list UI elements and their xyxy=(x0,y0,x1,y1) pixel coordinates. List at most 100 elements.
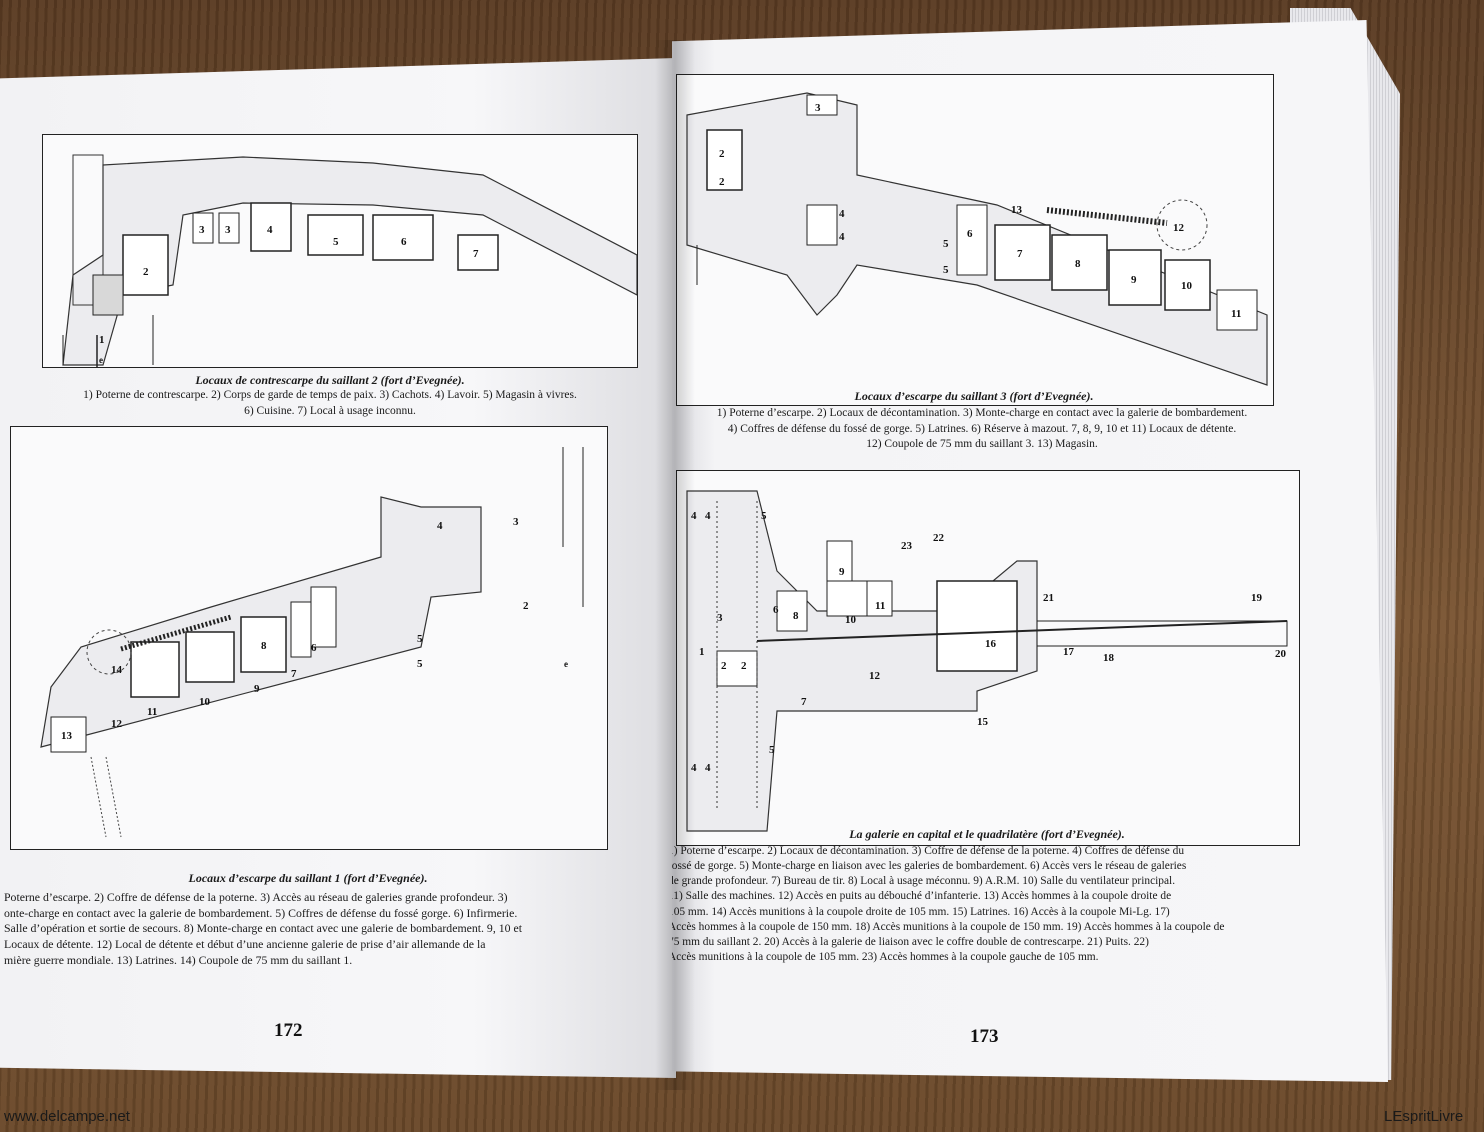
caption-line: 6) Cuisine. 7) Local à usage inconnu. xyxy=(244,404,416,417)
caption-galerie-capital-title: La galerie en capital et le quadrilatère… xyxy=(676,826,1298,842)
caption-line: mière guerre mondiale. 13) Latrines. 14)… xyxy=(4,952,353,967)
figure-label: 4 xyxy=(839,231,845,243)
figure-label: 4 xyxy=(437,520,443,532)
caption-line: Accès munitions à la coupole de 105 mm. … xyxy=(668,951,1099,964)
caption-line: onte-charge en contact avec la galerie d… xyxy=(4,905,518,920)
figure-label: 5 xyxy=(943,238,949,250)
figure-label: 2 xyxy=(741,660,747,672)
figure-label: 6 xyxy=(967,228,973,240)
watermark-delcampe: www.delcampe.net xyxy=(4,1108,130,1125)
caption-escarpe-saillant-3-body: 1) Poterne d’escarpe. 2) Locaux de décon… xyxy=(672,406,1292,453)
figure-label: 18 xyxy=(1103,652,1115,664)
figure-label: 4 xyxy=(691,762,697,774)
page-number-right: 173 xyxy=(970,1026,999,1047)
figure-label: 8 xyxy=(1075,258,1081,270)
figure-label: 4 xyxy=(691,510,697,522)
caption-line: Locaux de détente. 12) Local de détente … xyxy=(4,937,486,952)
figure-label: 19 xyxy=(1251,592,1263,604)
floorplan-contrescarpe: 1 2 3 3 4 5 6 7 e xyxy=(62,154,637,367)
figure-label: 4 xyxy=(705,762,711,774)
caption-line: 1) Poterne de contrescarpe. 2) Corps de … xyxy=(83,389,577,402)
figure-label: 7 xyxy=(1017,248,1023,260)
figure-label: 9 xyxy=(1131,274,1137,286)
figure-escarpe-saillant-1: 4 3 2 5 5 e 6 7 8 9 10 11 12 13 14 xyxy=(10,426,608,850)
caption-title: Locaux d’escarpe du saillant 1 (fort d’E… xyxy=(188,871,428,885)
figure-label: 13 xyxy=(1011,204,1023,216)
figure-label: 5 xyxy=(417,633,423,645)
caption-line: fossé de gorge. 5) Monte-charge en liais… xyxy=(668,860,1187,873)
caption-escarpe-saillant-3-title: Locaux d’escarpe du saillant 3 (fort d’E… xyxy=(676,388,1272,404)
figure-label: 6 xyxy=(401,236,407,248)
figure-label: 2 xyxy=(719,176,725,188)
caption-title: Locaux d’escarpe du saillant 3 (fort d’E… xyxy=(854,389,1094,403)
figure-label: 8 xyxy=(793,610,799,622)
figure-label: 21 xyxy=(1043,592,1054,604)
figure-label: 23 xyxy=(901,540,913,552)
figure-label: 3 xyxy=(199,224,205,236)
figure-label: 22 xyxy=(933,532,945,544)
figure-escarpe-saillant-3: 3 2 2 4 4 5 5 6 13 12 7 8 9 10 11 xyxy=(676,74,1274,406)
figure-label: 16 xyxy=(985,638,997,650)
caption-escarpe-saillant-1-body: Poterne d’escarpe. 2) Coffre de défense … xyxy=(4,890,652,968)
figure-label: 3 xyxy=(225,224,231,236)
caption-line: 1) Poterne d’escarpe. 2) Locaux de décon… xyxy=(668,845,1185,857)
figure-label: 5 xyxy=(761,510,767,522)
figure-label: 8 xyxy=(261,640,267,652)
figure-label: 5 xyxy=(943,264,949,276)
figure-label: 20 xyxy=(1275,648,1287,660)
floorplan-escarpe-saillant-3: 3 2 2 4 4 5 5 6 13 12 7 8 9 10 11 xyxy=(686,92,1268,386)
figure-label: 7 xyxy=(473,248,479,260)
figure-label: 10 xyxy=(199,696,211,708)
figure-label: 12 xyxy=(869,670,881,682)
figure-label: 11 xyxy=(875,600,885,612)
figure-label: 7 xyxy=(291,668,297,680)
caption-title: La galerie en capital et le quadrilatère… xyxy=(849,827,1125,841)
left-page: 1 2 3 3 4 5 6 7 e Locaux de contrescarpe… xyxy=(0,58,676,1078)
figure-label: 5 xyxy=(769,744,775,756)
figure-label: 14 xyxy=(111,664,123,676)
figure-label: 4 xyxy=(267,224,273,236)
figure-label: 3 xyxy=(513,516,519,528)
figure-label: 17 xyxy=(1063,646,1075,658)
figure-label: 10 xyxy=(1181,280,1193,292)
figure-label: 2 xyxy=(721,660,727,672)
figure-label: 10 xyxy=(845,614,857,626)
figure-label: 3 xyxy=(815,102,821,114)
caption-line: 11) Salle des machines. 12) Accès en pui… xyxy=(668,890,1172,903)
right-page: 3 2 2 4 4 5 5 6 13 12 7 8 9 10 11 Locaux… xyxy=(672,20,1388,1082)
figure-contrescarpe-saillant-2: 1 2 3 3 4 5 6 7 e xyxy=(42,134,638,368)
figure-label: 2 xyxy=(719,148,725,160)
figure-label: 2 xyxy=(523,600,529,612)
figure-label: 4 xyxy=(839,208,845,220)
figure-label: 3 xyxy=(717,612,723,624)
figure-label: e xyxy=(99,355,103,365)
caption-title: Locaux de contrescarpe du saillant 2 (fo… xyxy=(195,373,465,387)
floorplan-galerie-capital: 4 4 5 23 22 9 3 6 8 10 11 21 19 1 16 17 … xyxy=(686,490,1288,832)
figure-label: 9 xyxy=(254,683,260,695)
book-gutter xyxy=(655,40,695,1090)
figure-label: 7 xyxy=(801,696,807,708)
figure-label: 11 xyxy=(1231,308,1241,320)
figure-label: 1 xyxy=(699,646,705,658)
caption-line: 1) Poterne d’escarpe. 2) Locaux de décon… xyxy=(716,407,1248,419)
figure-label: 5 xyxy=(333,236,339,248)
figure-label: 2 xyxy=(143,266,149,278)
figure-label: 9 xyxy=(839,566,845,578)
caption-line: Accès hommes à la coupole de 150 mm. 18)… xyxy=(668,920,1225,933)
figure-galerie-capital: 4 4 5 23 22 9 3 6 8 10 11 21 19 1 16 17 … xyxy=(676,470,1300,846)
caption-line: de grande profondeur. 7) Bureau de tir. … xyxy=(668,875,1176,888)
figure-label: 12 xyxy=(111,718,123,730)
figure-label: 1 xyxy=(99,334,105,346)
watermark-espritlivre: LEspritLivre xyxy=(1384,1108,1464,1125)
figure-label: 5 xyxy=(417,658,423,670)
page-number-left: 172 xyxy=(274,1020,303,1041)
figure-label: 4 xyxy=(705,510,711,522)
caption-line: 12) Coupole de 75 mm du saillant 3. 13) … xyxy=(866,438,1098,451)
figure-label: 13 xyxy=(61,730,73,742)
figure-label: 12 xyxy=(1173,222,1185,234)
figure-label: 6 xyxy=(773,604,779,616)
caption-line: Salle d’opération et sortie de secours. … xyxy=(4,921,522,936)
caption-line: 4) Coffres de défense du fossé de gorge.… xyxy=(727,422,1237,435)
floorplan-escarpe-saillant-1: 4 3 2 5 5 e 6 7 8 9 10 11 12 13 14 xyxy=(40,447,584,838)
caption-contrescarpe-saillant-2: Locaux de contrescarpe du saillant 2 (fo… xyxy=(20,372,640,419)
